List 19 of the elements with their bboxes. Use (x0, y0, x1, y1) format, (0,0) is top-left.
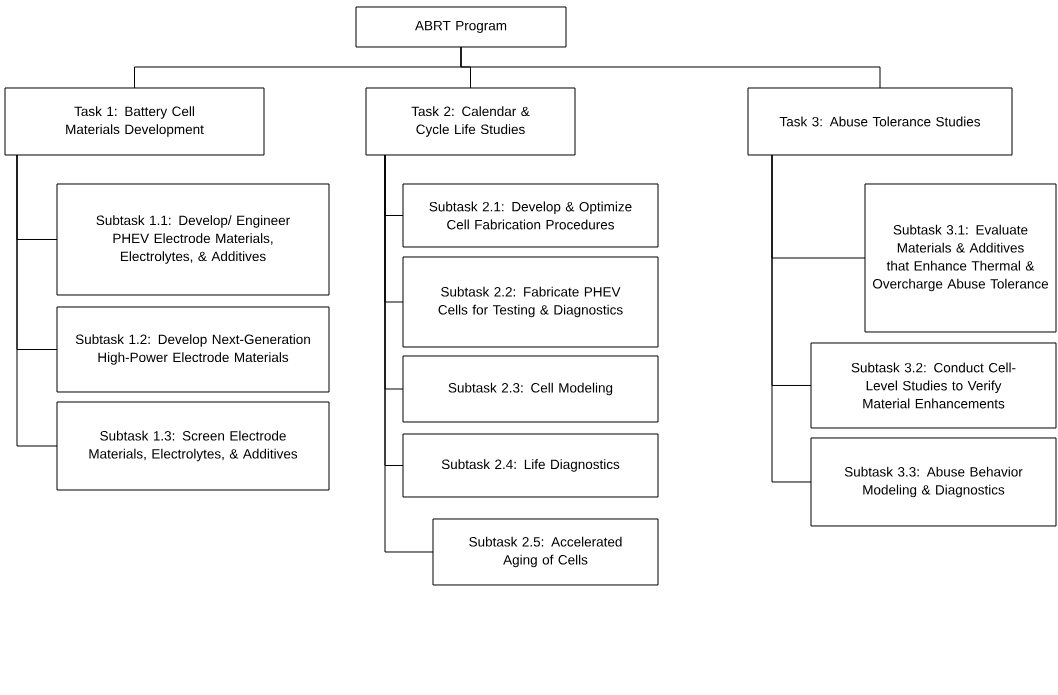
connector-line (771, 154, 812, 483)
task-box: Task 2: Calendar & Cycle Life Studies (365, 87, 576, 156)
subtask-box: Subtask 2.3: Cell Modeling (402, 355, 659, 423)
subtask-box: Subtask 1.3: Screen Electrode Materials, Electrolytes, & Additives (56, 401, 330, 491)
connector-line (460, 46, 881, 89)
subtask-box: Subtask 2.5: Accelerated Aging of Cells (432, 518, 659, 586)
subtask-box: Subtask 2.2: Fabricate PHEV Cells for Testing & Diagnostics (402, 256, 659, 348)
subtask-box: Subtask 2.1: Develop & Optimize Cell Fabrication Procedures (402, 183, 659, 248)
task-box: Task 3: Abuse Tolerance Studies (747, 87, 1013, 156)
subtask-box: Subtask 3.1: Evaluate Materials & Additives that Enhance Thermal & Overcharge Abuse Tolerance (864, 183, 1057, 333)
subtask-box: Subtask 3.3: Abuse Behavior Modeling & Diagnostics (810, 437, 1057, 527)
program-box: ABRT Program (355, 6, 567, 48)
connector-line (16, 154, 58, 447)
subtask-box: Subtask 3.2: Conduct Cell-Level Studies to Verify Material Enhancements (810, 342, 1057, 429)
subtask-box: Subtask 1.1: Develop/ Engineer PHEV Electrode Materials, Electrolytes, & Additives (56, 183, 330, 296)
subtask-box: Subtask 1.2: Develop Next-Generation High-Power Electrode Materials (56, 306, 330, 393)
task-box: Task 1: Battery Cell Materials Development (4, 87, 265, 156)
subtask-box: Subtask 2.4: Life Diagnostics (402, 433, 659, 498)
connector-line (384, 154, 434, 553)
